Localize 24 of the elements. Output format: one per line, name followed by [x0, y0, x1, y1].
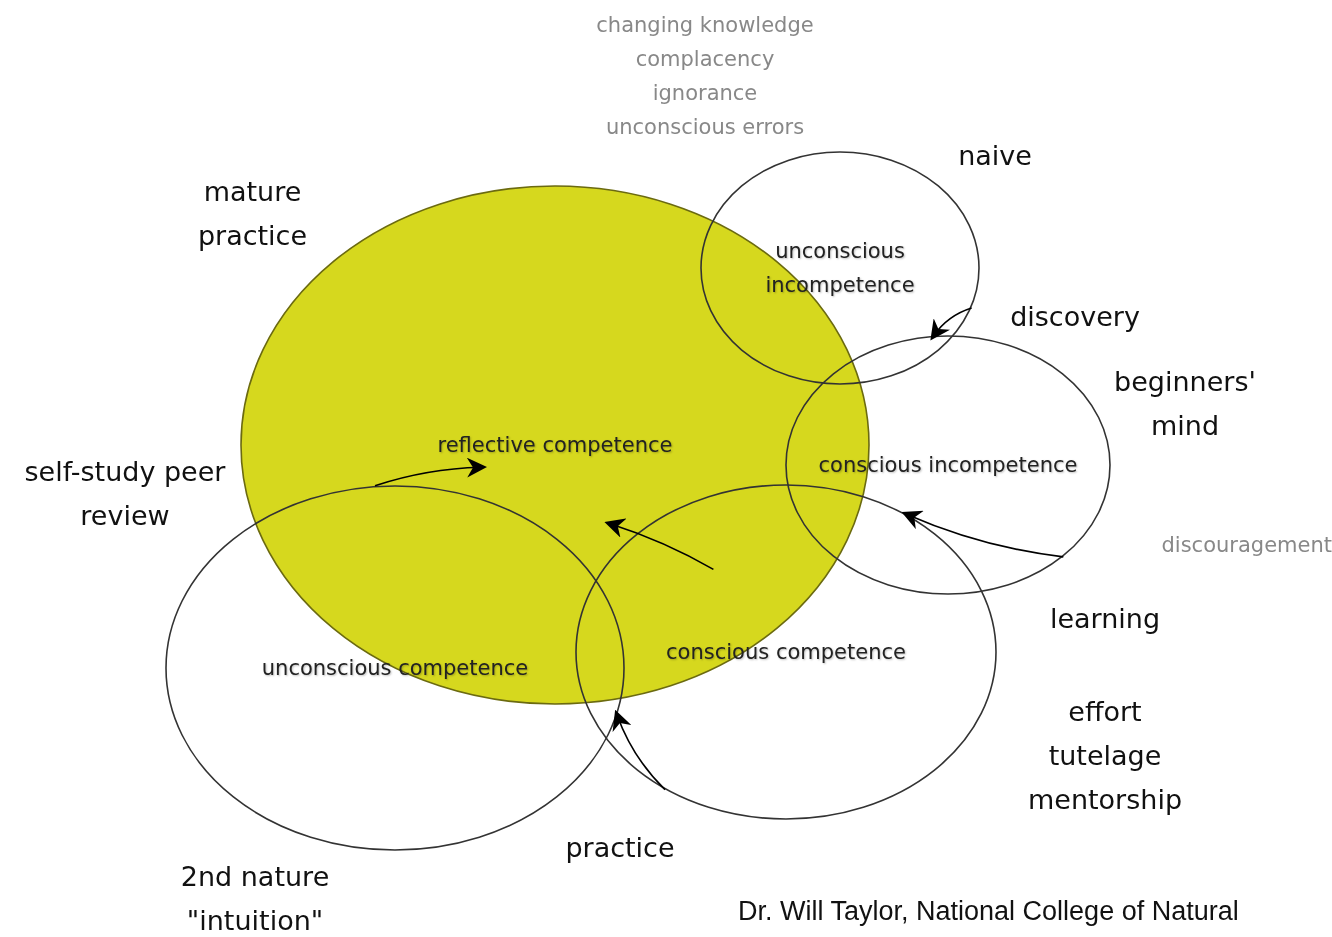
stage-label: beginners' mind	[1113, 365, 1257, 443]
arrow	[930, 307, 973, 341]
stage-label: practice	[564, 831, 676, 865]
arrow	[901, 510, 1065, 558]
stage-label: effort tutelage mentorship	[1026, 695, 1184, 817]
caption: Dr. Will Taylor, National College of Natural	[738, 896, 1239, 927]
ellipse	[575, 484, 997, 820]
stage-label: 2nd nature "intuition"	[179, 860, 331, 937]
stage-label: self-study peer review	[23, 455, 227, 533]
ellipse	[785, 335, 1111, 595]
arrow	[374, 457, 487, 487]
stage-label: mature practice	[196, 175, 309, 253]
note-text: ignorance	[651, 80, 759, 107]
circle-label: unconscious competence	[260, 655, 530, 682]
note-text: discouragement	[1160, 532, 1332, 559]
note-text: unconscious errors	[604, 114, 806, 141]
note-text: complacency	[634, 46, 776, 73]
arrow	[604, 518, 715, 571]
arrow	[612, 709, 666, 791]
note-text: changing knowledge	[595, 12, 815, 39]
stage-label: learning	[1048, 602, 1162, 636]
stage-label: discovery	[1009, 300, 1141, 334]
stage-label: naive	[957, 139, 1033, 173]
circle-label: reflective competence	[436, 432, 674, 459]
